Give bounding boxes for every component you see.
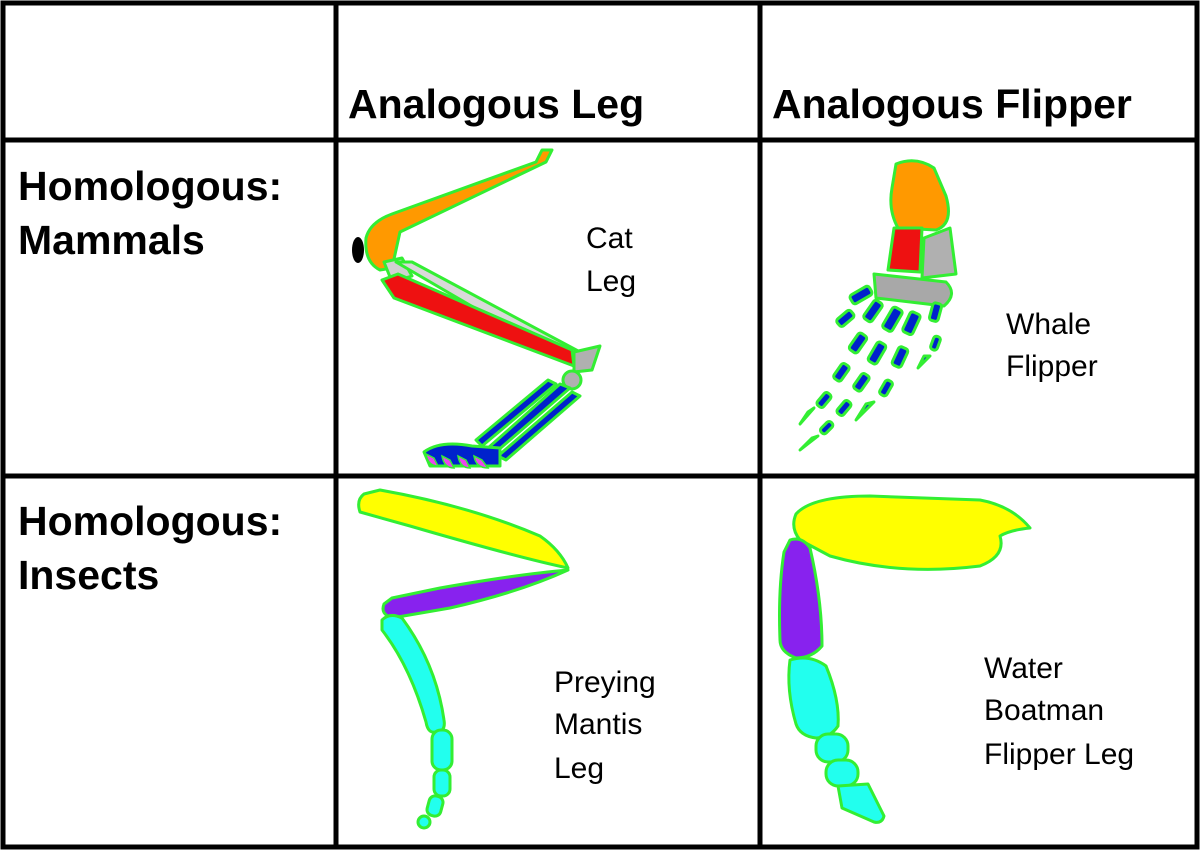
whale-digit-5-segment-1 bbox=[927, 301, 943, 323]
cat-claw-3 bbox=[457, 454, 472, 469]
cat-claw-4 bbox=[473, 454, 490, 469]
mantis-leg-label-line1: Preying bbox=[554, 666, 656, 699]
whale-digit-4-segment-1 bbox=[901, 310, 922, 337]
whale-digit-5-tip bbox=[916, 354, 932, 370]
whale-digit-2-tip bbox=[798, 406, 816, 426]
mantis-tibia bbox=[381, 568, 570, 620]
whale-flipper-label-line1: Whale bbox=[1006, 308, 1091, 341]
cat-tibia bbox=[380, 272, 576, 368]
boatman-label-line3: Flipper Leg bbox=[984, 738, 1134, 771]
whale-digit-2-segment-4 bbox=[815, 391, 833, 409]
whale-digit-3-segment-2 bbox=[866, 340, 888, 366]
boatman-tarsus-1 bbox=[787, 656, 840, 740]
mantis-tarsus-4 bbox=[425, 794, 445, 818]
whale-digit-4-segment-2 bbox=[890, 345, 910, 369]
whale-digit-5-segment-2 bbox=[929, 334, 942, 352]
whale-flipper-illustration bbox=[798, 159, 958, 452]
column-header-analogous-flipper: Analogous Flipper bbox=[772, 81, 1132, 127]
boatman-tarsus-4 bbox=[836, 782, 886, 824]
whale-digit-3-segment-4 bbox=[835, 399, 853, 417]
whale-digit-3-tip bbox=[798, 434, 820, 452]
cat-patella bbox=[352, 237, 364, 263]
whale-radius bbox=[886, 226, 924, 274]
row-header-mammals-line1: Homologous: bbox=[18, 163, 282, 209]
whale-digit-4-tip bbox=[854, 400, 876, 422]
row-header-insects-line2: Insects bbox=[18, 552, 159, 598]
row-header-mammals-line2: Mammals bbox=[18, 217, 205, 263]
whale-digit-3-segment-3 bbox=[852, 372, 871, 393]
whale-flipper-label-line2: Flipper bbox=[1006, 350, 1098, 383]
mantis-femur bbox=[357, 488, 570, 570]
whale-digit-2-segment-1 bbox=[862, 298, 884, 324]
column-header-analogous-leg: Analogous Leg bbox=[348, 81, 644, 127]
whale-carpals bbox=[872, 272, 953, 308]
water-boatman-leg-illustration bbox=[778, 494, 1032, 824]
cat-ankle bbox=[572, 344, 602, 374]
whale-digit-2-segment-2 bbox=[847, 331, 869, 355]
cat-leg-label-line1: Cat bbox=[586, 222, 633, 255]
cat-metatarsal-2 bbox=[496, 390, 582, 462]
cat-heel-bone bbox=[561, 369, 583, 391]
whale-digit-3-segment-5 bbox=[818, 419, 835, 436]
cat-leg-label-line2: Leg bbox=[586, 265, 636, 298]
whale-digit-3-segment-1 bbox=[881, 305, 904, 333]
mantis-tarsus-2 bbox=[430, 728, 454, 772]
boatman-tarsus-3 bbox=[824, 758, 860, 788]
cat-femur bbox=[364, 148, 554, 272]
boatman-label-line1: Water bbox=[984, 652, 1063, 685]
mantis-leg-illustration bbox=[357, 488, 570, 830]
boatman-label-line2: Boatman bbox=[984, 694, 1104, 727]
whale-ulna bbox=[920, 226, 958, 280]
whale-digit-2-segment-3 bbox=[832, 362, 851, 383]
mantis-leg-label-line3: Leg bbox=[554, 752, 604, 785]
row-header-insects-line1: Homologous: bbox=[18, 498, 282, 544]
whale-humerus bbox=[889, 159, 950, 232]
mantis-leg-label-line2: Mantis bbox=[554, 708, 642, 741]
cat-claw-1 bbox=[425, 452, 440, 467]
whale-digit-4-segment-3 bbox=[878, 378, 894, 398]
cat-claw-2 bbox=[441, 454, 456, 469]
boatman-tarsus-2 bbox=[814, 732, 850, 764]
whale-digit-1-segment-1 bbox=[848, 284, 874, 306]
cat-leg-illustration bbox=[352, 148, 602, 469]
boatman-tibia bbox=[778, 537, 824, 660]
whale-digit-1-segment-2 bbox=[835, 308, 856, 328]
mantis-claw bbox=[416, 814, 432, 830]
mantis-tarsus-1 bbox=[380, 613, 446, 734]
mantis-tarsus-3 bbox=[432, 768, 452, 798]
boatman-femur bbox=[792, 494, 1032, 571]
